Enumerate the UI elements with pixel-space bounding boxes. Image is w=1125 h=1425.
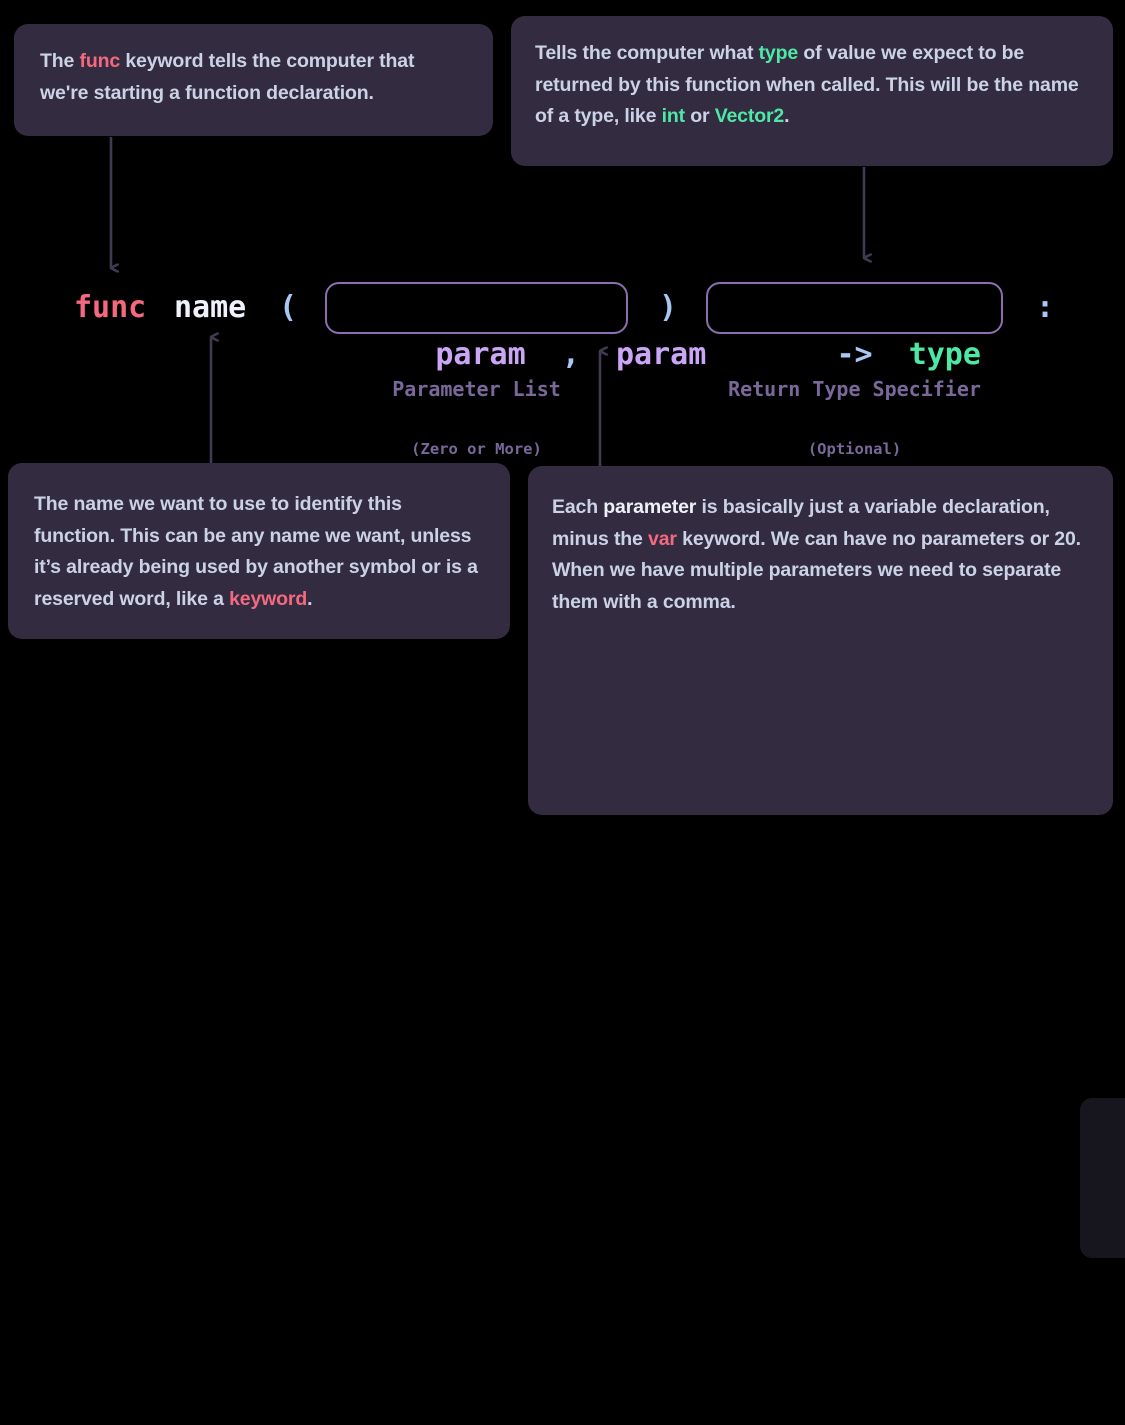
return-type-token: type xyxy=(908,337,981,372)
open-paren-token: ( xyxy=(279,290,298,325)
return-type-caption: Return Type Specifier (Optional) xyxy=(706,340,1003,498)
trailing-colon-token: : xyxy=(1036,290,1055,325)
callout-func-keyword: The func keyword tells the computer that… xyxy=(14,24,493,136)
parameter-list-pill: param , param xyxy=(325,282,706,372)
callout-function-name-text: The name we want to use to identify this… xyxy=(34,493,478,610)
inline-type-vector2: Vector2 xyxy=(714,105,785,128)
inline-type-int: int xyxy=(661,105,686,128)
param-left-token: param xyxy=(435,337,526,372)
parameter-list-caption-main: Parameter List xyxy=(392,377,561,401)
param-right-token: param xyxy=(616,337,707,372)
close-paren-token: ) xyxy=(659,290,678,325)
param-sample-code-box: param_name : type Type Specifier (Option… xyxy=(1080,1098,1125,1258)
callout-return-type: Tells the computer what type of value we… xyxy=(511,16,1113,166)
inline-keyword-func: func xyxy=(79,50,121,72)
callout-parameter-text: Each parameter is basically just a varia… xyxy=(552,496,1081,613)
inline-keyword-reserved: keyword xyxy=(229,587,308,610)
function-signature-line: func name ( param , param ) -> type : xyxy=(0,282,1125,372)
return-type-caption-sub: (Optional) xyxy=(807,440,902,458)
inline-emph-parameter: parameter xyxy=(603,496,697,518)
inline-keyword-type: type xyxy=(758,42,799,64)
diagram-canvas: The func keyword tells the computer that… xyxy=(0,16,1125,1258)
return-type-pill: -> type xyxy=(706,282,1003,372)
inline-keyword-var: var xyxy=(648,527,677,550)
param-sample-row: param_name : type xyxy=(1080,1134,1125,1186)
callout-function-name: The name we want to use to identify this… xyxy=(8,463,510,639)
func-token: func xyxy=(74,290,147,325)
callout-parameter: Each parameter is basically just a varia… xyxy=(528,466,1125,1258)
parameter-list-caption-sub: (Zero or More) xyxy=(411,440,542,458)
callout-func-text: The func keyword tells the computer that… xyxy=(40,50,415,104)
return-type-caption-main: Return Type Specifier xyxy=(728,377,981,401)
return-arrow-token: -> xyxy=(836,337,873,372)
callout-return-type-text: Tells the computer what type of value we… xyxy=(535,42,1079,128)
parameter-list-caption: Parameter List (Zero or More) xyxy=(325,340,628,498)
param-comma-token: , xyxy=(561,337,580,372)
name-token: name xyxy=(174,290,247,325)
